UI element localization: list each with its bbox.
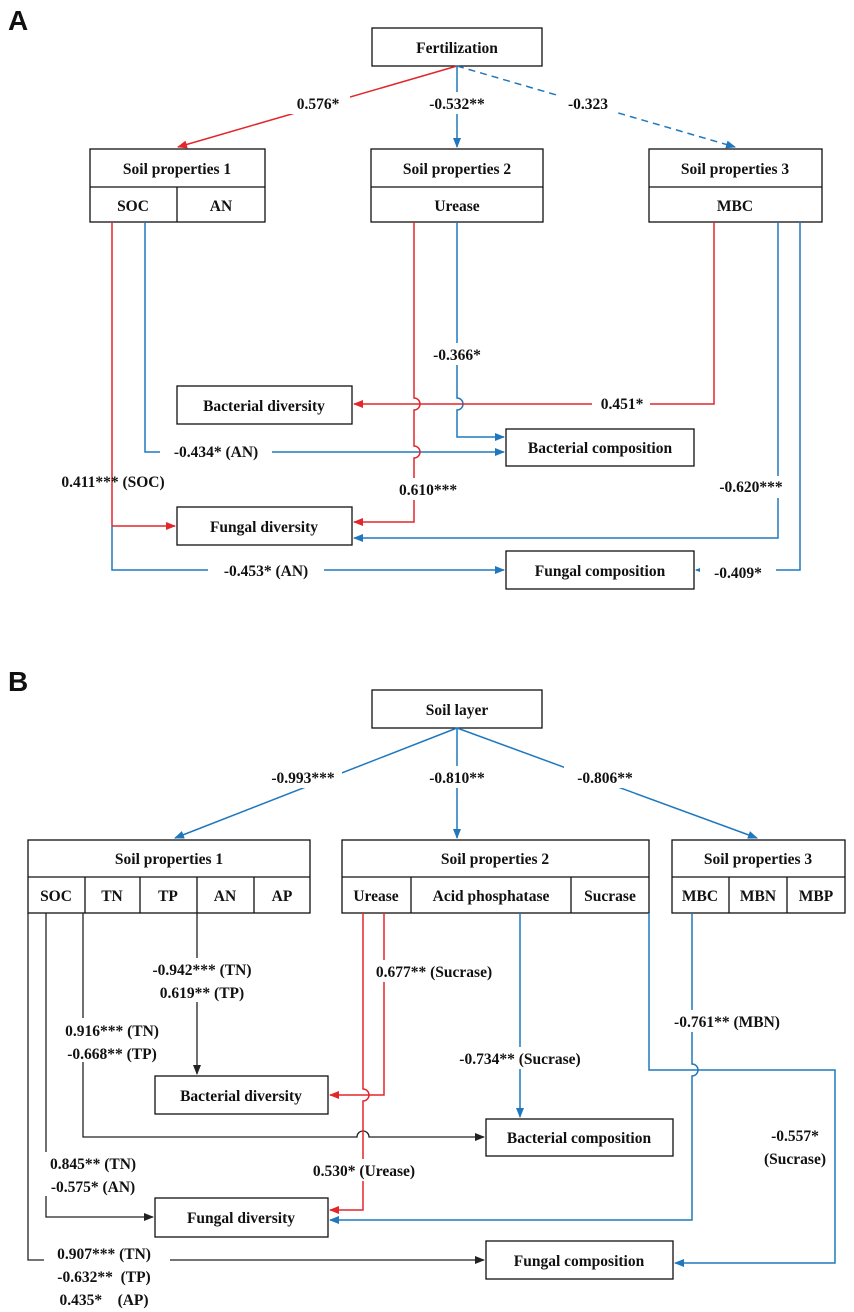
- b-sp1-cell-an: AN: [214, 888, 236, 905]
- a-sp1-cell-an: AN: [210, 198, 232, 215]
- b-label-soc-fun-comp-2: -0.632** (TP): [57, 1269, 150, 1286]
- a-arrow-urease-fungal-diversity: [353, 222, 421, 526]
- b-sp3-cell-mbp: MBP: [799, 888, 834, 905]
- a-edge-label-2: -0.532**: [429, 96, 485, 113]
- b-sp2-cell-urease: Urease: [353, 888, 398, 905]
- a-sp3-title: Soil properties 3: [681, 161, 789, 178]
- soil-layer-label: Soil layer: [426, 702, 489, 719]
- b-label-soc-fun-div-2: -0.575* (AN): [51, 1179, 135, 1196]
- a-fungal-diversity-label: Fungal diversity: [210, 519, 318, 536]
- a-label-urease-bac-comp: -0.366*: [433, 347, 481, 364]
- b-bacterial-composition-label: Bacterial composition: [507, 1130, 652, 1147]
- b-label-an-bac-div-1: -0.942*** (TN): [152, 962, 251, 979]
- b-bacterial-composition-box: [485, 1118, 674, 1157]
- b-label-tn-bac-comp-1: 0.916*** (TN): [65, 1023, 159, 1040]
- b-sp3-cell-mbn: MBN: [740, 888, 776, 905]
- b-label-sucrase-fun-comp-2: (Sucrase): [764, 1151, 826, 1168]
- a-fungal-composition-label: Fungal composition: [535, 563, 666, 580]
- b-label-soc-fun-comp-3: 0.435* (AP): [59, 1292, 148, 1309]
- b-sp2-cell-sucrase: Sucrase: [584, 888, 636, 905]
- a-arrow-mbc-fungal-diversity: [353, 222, 779, 542]
- b-bacterial-diversity-box: [154, 1075, 329, 1115]
- a-fungal-composition-box: [505, 550, 695, 590]
- b-sp2-title: Soil properties 2: [441, 851, 549, 868]
- b-fungal-diversity-label: Fungal diversity: [187, 1210, 295, 1227]
- panel-a: A Fertilization Soil properties 1 SOC AN…: [8, 5, 823, 590]
- b-fungal-composition-box: [485, 1240, 674, 1280]
- b-label-soc-fun-div-1: 0.845** (TN): [50, 1156, 136, 1173]
- b-fungal-composition-label: Fungal composition: [514, 1253, 645, 1270]
- fertilization-label: Fertilization: [416, 40, 498, 57]
- b-sp1-cell-tn: TN: [101, 888, 123, 905]
- panel-a-letter: A: [8, 5, 28, 36]
- a-fungal-diversity-box: [176, 506, 353, 546]
- a-bacterial-diversity-label: Bacterial diversity: [203, 398, 325, 415]
- a-label-an-bac-comp: -0.434* (AN): [174, 444, 258, 461]
- b-sp1-title: Soil properties 1: [115, 851, 223, 868]
- b-label-an-bac-div-2: 0.619** (TP): [160, 985, 244, 1002]
- b-label-mbc-fun-div: -0.761** (MBN): [674, 1014, 780, 1031]
- a-label-mbc-bac-div: 0.451*: [601, 396, 644, 413]
- a-arrow-mbc-fungal-composition: [695, 222, 801, 574]
- b-label-soc-fun-comp-1: 0.907*** (TN): [57, 1246, 151, 1263]
- panel-b-letter: B: [8, 666, 28, 697]
- a-label-soc-fun-div: 0.411*** (SOC): [61, 474, 164, 491]
- fertilization-box: [371, 27, 543, 67]
- b-label-acidp-bac-comp: -0.734** (Sucrase): [459, 1051, 580, 1068]
- b-arrow-tn-bacterial-composition: [82, 913, 485, 1141]
- a-sp1-cell-soc: SOC: [117, 198, 149, 215]
- a-bacterial-composition-box: [505, 428, 695, 467]
- a-sp3-box: [648, 148, 823, 223]
- b-edge-label-2: -0.810**: [429, 770, 485, 787]
- a-sp2-box: [370, 148, 544, 223]
- b-arrow-urease-fungal-diversity: [329, 913, 370, 1214]
- b-edge-label-3: -0.806**: [577, 770, 633, 787]
- b-arrow-mbc-fungal-diversity: [329, 913, 699, 1224]
- a-bacterial-composition-label: Bacterial composition: [528, 440, 673, 457]
- b-bacterial-diversity-label: Bacterial diversity: [180, 1088, 302, 1105]
- a-edge-label-1: 0.576*: [297, 96, 340, 113]
- b-sp1-cell-soc: SOC: [40, 888, 72, 905]
- a-label-mbc-fun-comp: -0.409*: [714, 565, 762, 582]
- a-arrow-urease-bacterial-composition: [456, 222, 505, 441]
- b-label-tn-bac-comp-2: -0.668** (TP): [67, 1046, 157, 1063]
- a-sp2-cell-urease: Urease: [434, 198, 479, 215]
- b-sp3-title: Soil properties 3: [704, 851, 812, 868]
- panel-b: B Soil layer Soil properties 1 SOC TN TP…: [8, 666, 846, 1309]
- a-label-an-fun-comp: -0.453* (AN): [224, 563, 308, 580]
- b-label-sucrase-fun-comp-1: -0.557*: [771, 1128, 819, 1145]
- b-arrow-soc-fungal-composition: [27, 913, 485, 1264]
- a-label-urease-fun-div: 0.610***: [399, 482, 457, 499]
- b-edge-label-1: -0.993***: [271, 770, 335, 787]
- b-label-urease-bac-div: 0.677** (Sucrase): [376, 964, 492, 981]
- b-arrow-soc-fungal-diversity: [45, 913, 154, 1221]
- a-sp3-cell-mbc: MBC: [717, 198, 753, 215]
- b-sp1-cell-tp: TP: [158, 888, 178, 905]
- a-sp2-title: Soil properties 2: [403, 161, 511, 178]
- a-arrow-an-fungal-composition: [111, 526, 505, 574]
- b-sp3-cell-mbc: MBC: [682, 888, 718, 905]
- a-edge-label-3: -0.323: [568, 96, 608, 113]
- a-sp1-title: Soil properties 1: [123, 161, 231, 178]
- a-label-mbc-fun-div: -0.620***: [719, 479, 783, 496]
- b-arrow-urease-bacterial-diversity: [329, 913, 385, 1099]
- a-arrow-an-bacterial-composition: [144, 222, 505, 456]
- b-sp2-cell-acid-phosphatase: Acid phosphatase: [433, 888, 550, 905]
- a-arrow-mbc-bacterial-diversity: [353, 222, 715, 408]
- b-arrow-sucrase-fungal-composition: [648, 913, 836, 1267]
- b-sp1-cell-ap: AP: [272, 888, 293, 905]
- b-label-urease-fun-div: 0.530* (Urease): [313, 1163, 415, 1180]
- a-bacterial-diversity-box: [176, 385, 353, 425]
- b-fungal-diversity-box: [154, 1197, 329, 1238]
- soil-layer-box: [371, 689, 543, 729]
